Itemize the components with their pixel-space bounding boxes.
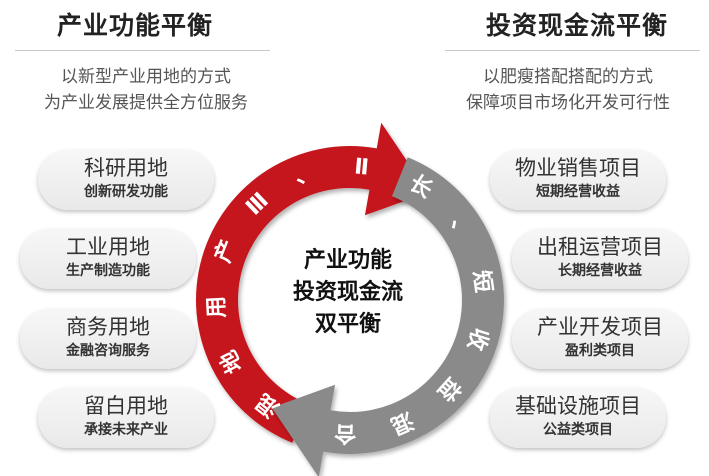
right-desc-line2: 保障项目市场化开发可行性	[466, 93, 670, 113]
left-desc-line2: 为产业发展提供全方位服务	[44, 93, 248, 113]
left-item-name: 科研用地	[84, 156, 168, 180]
left-item-sub: 承接未来产业	[84, 422, 168, 438]
right-item-name: 物业销售项目	[515, 156, 641, 180]
left-description: 以新型产业用地的方式 为产业发展提供全方位服务	[0, 64, 296, 116]
center-label: 产业功能 投资现金流 双平衡	[268, 245, 428, 341]
left-title-divider	[15, 50, 270, 51]
right-item-name: 基础设施项目	[515, 394, 641, 418]
center-line1: 产业功能	[303, 248, 392, 273]
left-desc-line1: 以新型产业用地的方式	[61, 67, 231, 87]
right-item-infrastructure: 基础设施项目 公益类项目	[490, 388, 666, 448]
left-item-sub: 生产制造功能	[66, 263, 150, 279]
right-item-sub: 长期经营收益	[558, 263, 642, 279]
left-item-sub: 金融咨询服务	[66, 343, 150, 359]
left-item-name: 留白用地	[84, 394, 168, 418]
left-item-sub: 创新研发功能	[84, 184, 168, 200]
left-item-research-land: 科研用地 创新研发功能	[38, 150, 214, 210]
left-item-industrial-land: 工业用地 生产制造功能	[20, 229, 196, 289]
red-arrow	[196, 122, 429, 443]
gray-ring-segment	[271, 157, 504, 476]
left-item-name: 商务用地	[66, 315, 150, 339]
gray-ring-char: 合	[333, 420, 357, 447]
red-ring-segment	[196, 122, 429, 443]
right-desc-line1: 以肥瘦搭配搭配的方式	[483, 67, 653, 87]
right-description: 以肥瘦搭配搭配的方式 保障项目市场化开发可行性	[418, 64, 709, 116]
left-item-commercial-land: 商务用地 金融咨询服务	[20, 309, 196, 369]
left-item-name: 工业用地	[66, 235, 150, 259]
red-ring-char: Ⅱ	[353, 154, 370, 180]
right-item-sub: 短期经营收益	[536, 184, 620, 200]
right-item-property-sales: 物业销售项目 短期经营收益	[490, 150, 666, 210]
right-item-sub: 盈利类项目	[565, 343, 635, 359]
gray-ring-char: 短	[468, 269, 496, 294]
gray-arrow	[271, 157, 504, 476]
left-title: 产业功能平衡	[56, 11, 213, 40]
red-ring-char: 用	[204, 295, 230, 318]
right-item-name: 产业开发项目	[537, 315, 663, 339]
right-item-name: 出租运营项目	[537, 235, 663, 259]
right-title-divider	[445, 50, 700, 51]
center-line3: 双平衡	[314, 312, 381, 337]
right-item-rental-operation: 出租运营项目 长期经营收益	[512, 229, 688, 289]
right-item-sub: 公益类项目	[543, 422, 613, 438]
center-line2: 投资现金流	[292, 280, 403, 305]
left-item-reserved-land: 留白用地 承接未来产业	[38, 388, 214, 448]
right-title: 投资现金流平衡	[485, 11, 668, 40]
right-item-industry-development: 产业开发项目 盈利类项目	[512, 309, 688, 369]
